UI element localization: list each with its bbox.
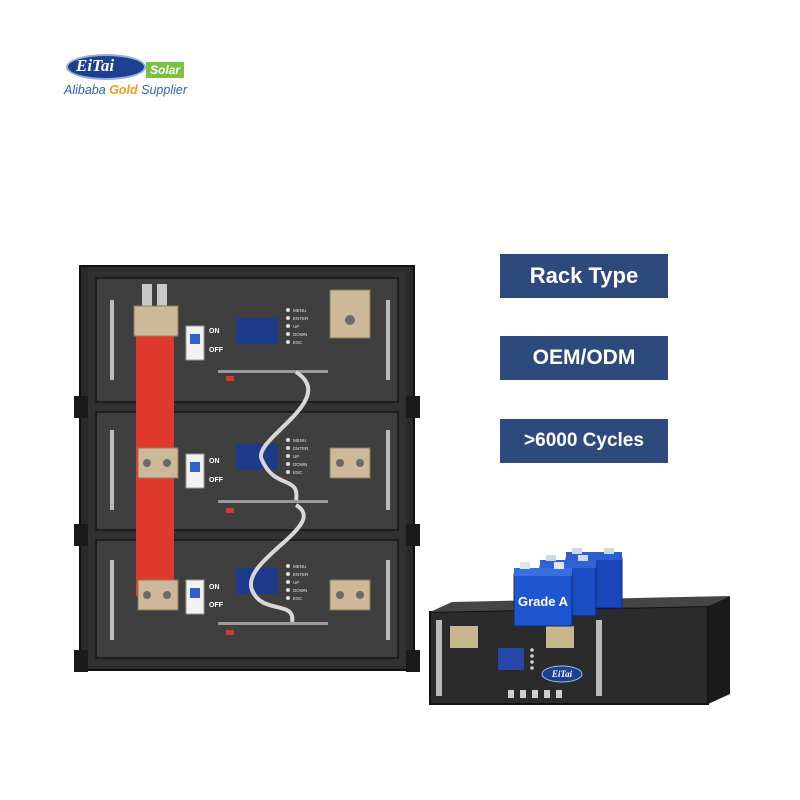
switch-on-label: ON [209,458,220,465]
logo-oval [66,54,146,80]
up-label: UP [293,454,299,459]
switch-on-label: ON [209,584,220,591]
up-label: UP [293,324,299,329]
menu-label: MENU [293,438,306,443]
enter-label: ENTER [293,316,309,321]
unit-logo-badge [541,665,583,683]
battery-cells: Grade A [513,548,623,627]
down-label: DOWN [293,332,307,337]
up-label: UP [293,580,299,585]
esc-label: ESC [293,596,303,601]
menu-label: MENU [293,564,306,569]
down-label: DOWN [293,588,307,593]
supplier-gold: Gold [109,83,138,97]
switch-off-label: OFF [209,477,224,484]
grade-a-label: Grade A [518,594,569,609]
rack-battery-unit: EiTai [429,596,730,705]
tag-oem-odm: OEM/ODM [500,336,668,380]
logo-brand-text: EiTai [76,56,115,75]
comm-cable-2 [248,503,306,623]
supplier-prefix: Alibaba [64,83,110,97]
alibaba-gold-supplier-text: Alibaba Gold Supplier [64,83,187,97]
eitai-solar-logo: EiTai Solar Alibaba Gold Supplier [62,50,212,100]
breaker-switches [185,325,205,615]
logo-solar-text: Solar [146,62,185,78]
unit-logo-text: EiTai [551,669,573,679]
menu-label: MENU [293,308,306,313]
comm-cable-1 [258,370,311,501]
switch-on-label: ON [209,328,220,335]
esc-label: ESC [293,470,303,475]
tag-cycles: >6000 Cycles [500,419,668,463]
down-label: DOWN [293,462,307,467]
esc-label: ESC [293,340,303,345]
enter-label: ENTER [293,446,309,451]
switch-off-label: OFF [209,602,224,609]
enter-label: ENTER [293,572,309,577]
tag-rack-type: Rack Type [500,254,668,298]
supplier-suffix: Supplier [137,83,187,97]
terminal-blocks [133,289,371,611]
switch-off-label: OFF [209,347,224,354]
